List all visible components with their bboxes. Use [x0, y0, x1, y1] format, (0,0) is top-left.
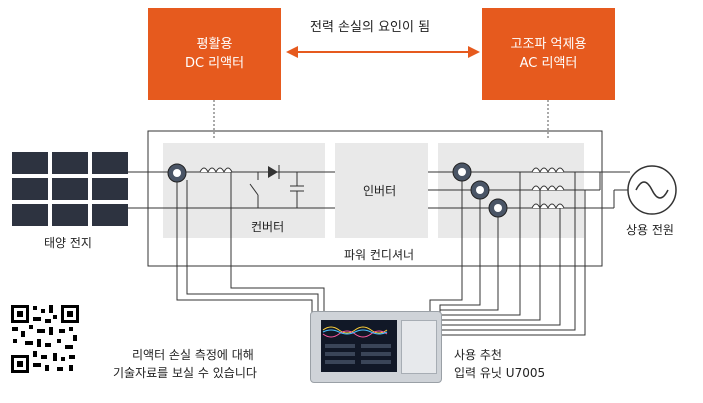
- qr-code-image: [9, 303, 81, 375]
- ac-reactor-coil-3: [531, 203, 565, 210]
- measurement-wires: [176, 172, 586, 336]
- converter-label: 컨버터: [251, 220, 285, 234]
- ac-reactor-line2: AC 리액터: [519, 56, 578, 71]
- inverter-label: 인버터: [363, 184, 397, 198]
- power-conditioner-label: 파워 컨디셔너: [344, 248, 415, 262]
- harmonic-ac-reactor-box: 고조파 억제용 AC 리액터: [482, 8, 615, 100]
- power-analyzer-image: [310, 311, 442, 383]
- grid-label: 상용 전원: [626, 223, 674, 237]
- ac-reactor-line1: 고조파 억제용: [510, 37, 587, 52]
- current-sensor-icon-3: [470, 180, 490, 200]
- current-sensor-icon-4: [488, 198, 508, 218]
- meter-caption-line2: 입력 유닛 U7005: [454, 366, 546, 380]
- power-conditioner-frame: [147, 130, 603, 267]
- inverter-panel: [335, 143, 428, 238]
- ac-reactor-coil-1: [531, 167, 565, 174]
- arrow-head-left: [286, 46, 298, 58]
- power-loss-caption: 전력 손실의 요인이 됨: [310, 20, 431, 35]
- dc-reactor-line2: DC 리액터: [184, 56, 245, 71]
- solar-cell-label: 태양 전지: [44, 236, 92, 250]
- current-sensor-icon-1: [167, 163, 187, 183]
- arrow-head-right: [468, 46, 480, 58]
- dc-reactor-line1: 평활용: [196, 37, 233, 52]
- analyzer-keypad: [401, 320, 437, 374]
- qr-caption-line2: 기술자료를 보실 수 있습니다: [113, 366, 257, 380]
- solar-panel-icon: [12, 152, 128, 226]
- meter-caption-line1: 사용 추천: [454, 348, 502, 362]
- smoothing-dc-reactor-box: 평활용 DC 리액터: [148, 8, 281, 100]
- ac-reactor-coil-2: [531, 185, 565, 192]
- dc-reactor-coil: [199, 167, 233, 174]
- analyzer-screen: [321, 320, 397, 372]
- qr-caption-line1: 리액터 손실 측정에 대해: [132, 348, 254, 362]
- current-sensor-icon-2: [452, 162, 472, 182]
- diode-icon: [268, 166, 278, 178]
